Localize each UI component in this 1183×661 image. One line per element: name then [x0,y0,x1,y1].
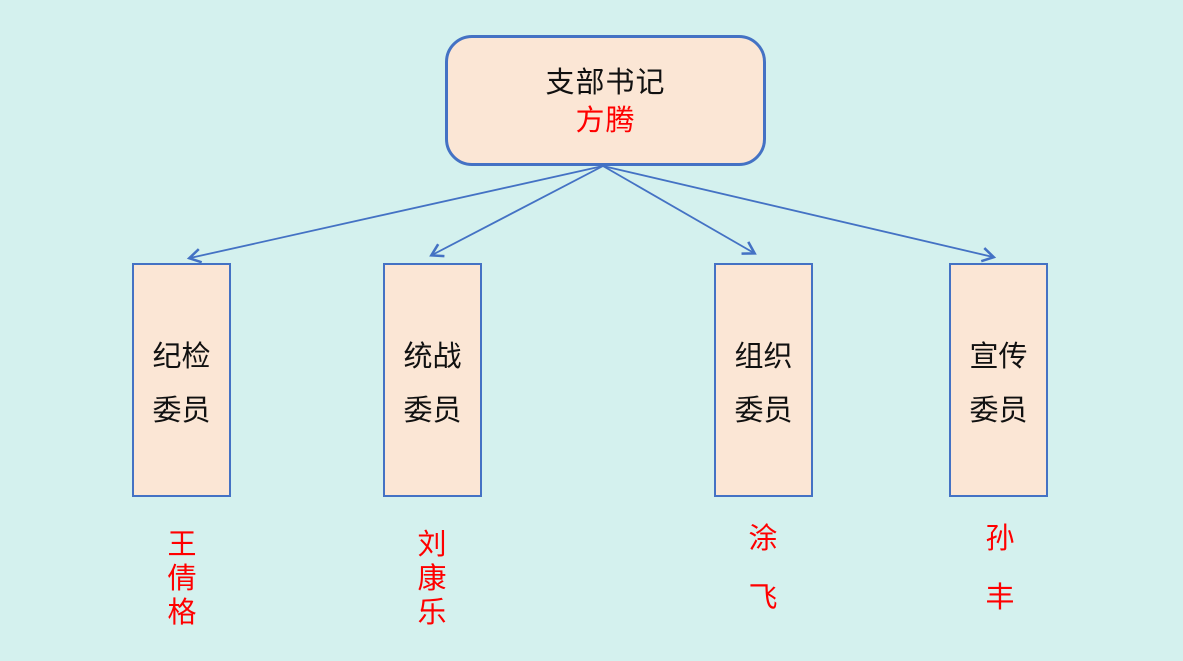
connector-arrow-2 [429,165,604,258]
committee-role-line2: 委员 [152,393,211,427]
committee-role-line1: 宣传 [969,339,1028,373]
connector-arrow-3 [602,165,757,255]
root-node-person-name: 方腾 [575,102,636,137]
root-node-branch-secretary: 支部书记 方腾 [445,35,766,166]
root-node-title: 支部书记 [545,64,666,99]
connector-arrow-1 [186,165,604,264]
member-name-sun-feng: 孙丰 [985,521,1015,614]
committee-role-line1: 统战 [403,339,462,373]
member-name-tu-fei: 涂飞 [748,521,778,614]
committee-node-propaganda: 宣传 委员 [949,263,1048,497]
committee-node-united-front: 统战 委员 [383,263,482,497]
committee-node-discipline: 纪检 委员 [132,263,231,497]
committee-role-line1: 纪检 [152,339,211,373]
member-name-wang-qiange: 王倩格 [167,527,197,629]
connector-arrow-4 [602,165,997,263]
member-name-liu-kangle: 刘康乐 [417,527,447,629]
committee-role-line1: 组织 [734,339,793,373]
committee-role-line2: 委员 [734,393,793,427]
committee-node-organization: 组织 委员 [714,263,813,497]
committee-role-line2: 委员 [969,393,1028,427]
committee-role-line2: 委员 [403,393,462,427]
